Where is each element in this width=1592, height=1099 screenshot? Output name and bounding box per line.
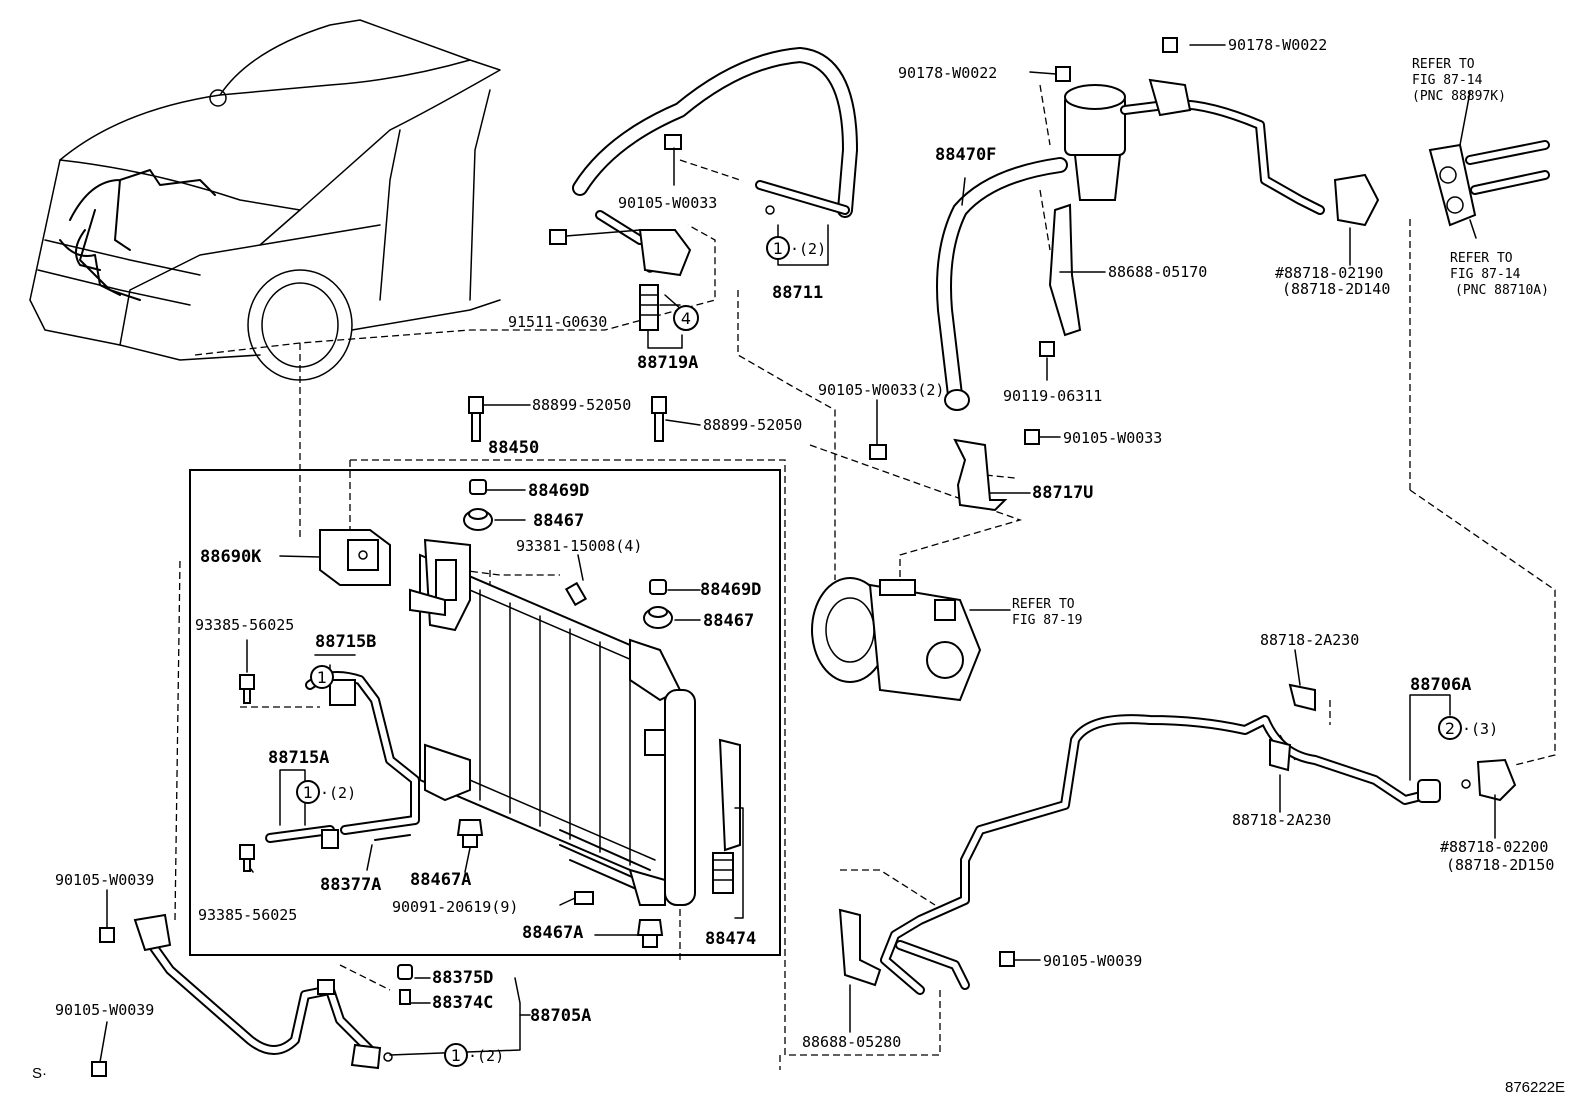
paren-3-88706a: ·(3)	[1462, 720, 1498, 738]
qty-1-88715b: 1	[317, 668, 327, 687]
label-88715b: 88715B	[315, 632, 376, 652]
label-90105-w0033-a: 90105-W0033	[618, 194, 717, 212]
label-90105-w0039-a: 90105-W0039	[55, 871, 154, 889]
qty-1-88711: 1	[773, 239, 783, 258]
label-88377a: 88377A	[320, 875, 381, 895]
label-88718-2a230-a: 88718-2A230	[1260, 631, 1359, 649]
refer-comp-2: FIG 87-19	[1012, 613, 1082, 628]
label-90178-w0022-left: 90178-W0022	[898, 64, 997, 82]
fasteners	[91, 37, 1471, 1077]
label-88718-2d150: (88718-2D150	[1446, 856, 1554, 874]
qty-1-88715a: 1	[303, 783, 313, 802]
label-88718-02190: #88718-02190	[1275, 264, 1383, 282]
label-88718-02200: #88718-02200	[1440, 838, 1548, 856]
qty-1-88705a: 1	[451, 1046, 461, 1065]
label-88718-2a230-b: 88718-2A230	[1232, 811, 1331, 829]
figure-id: 876222E	[1505, 1079, 1565, 1096]
corner-mark: S·	[32, 1065, 47, 1082]
condenser-core	[265, 529, 696, 906]
label-88469d-a: 88469D	[528, 481, 589, 501]
label-88718-2d140: (88718-2D140	[1282, 280, 1390, 298]
label-88467a-a: 88467A	[410, 870, 471, 890]
label-93381-15008: 93381-15008(4)	[516, 537, 642, 555]
label-90105-w0033-2: 90105-W0033(2)	[818, 381, 944, 399]
paren-2-88705a: ·(2)	[468, 1047, 504, 1065]
label-88688-05280: 88688-05280	[802, 1033, 901, 1051]
refer-mid-2: FIG 87-14	[1450, 267, 1521, 282]
paren-2-88715a: ·(2)	[320, 784, 356, 802]
label-90105-w0039-c: 90105-W0039	[1043, 952, 1142, 970]
label-88899-52050-a: 88899-52050	[532, 396, 631, 414]
label-93385-56025-a: 93385-56025	[195, 616, 294, 634]
label-88467-b: 88467	[703, 611, 754, 631]
label-88374c: 88374C	[432, 993, 493, 1013]
label-88899-52050-b: 88899-52050	[703, 416, 802, 434]
refer-top-1: REFER TO	[1412, 57, 1475, 72]
label-88688-05170: 88688-05170	[1108, 263, 1207, 281]
label-88467-a: 88467	[533, 511, 584, 531]
qty-circles	[296, 236, 1462, 1067]
label-88469d-b: 88469D	[700, 580, 761, 600]
qty-4: 4	[681, 309, 691, 328]
label-88717u: 88717U	[1032, 483, 1093, 503]
label-88690k: 88690K	[200, 547, 262, 567]
refer-mid-3: (PNC 88710A)	[1455, 283, 1549, 298]
desiccant	[712, 738, 741, 894]
label-88705a: 88705A	[530, 1006, 591, 1026]
refer-top-3: (PNC 88897K)	[1412, 89, 1506, 104]
label-88706a: 88706A	[1410, 675, 1471, 695]
refer-top-2: FIG 87-14	[1412, 73, 1483, 88]
label-93385-56025-b: 93385-56025	[198, 906, 297, 924]
qty-2-88706a: 2	[1445, 719, 1455, 738]
label-88715a: 88715A	[268, 748, 329, 768]
condenser-assembly-frame	[189, 469, 781, 956]
label-90178-w0022-top: 90178-W0022	[1228, 36, 1327, 54]
label-88375d: 88375D	[432, 968, 493, 988]
paren-2-88711: ·(2)	[790, 240, 826, 258]
label-88474: 88474	[705, 929, 756, 949]
label-88711: 88711	[772, 283, 823, 303]
label-88467a-b: 88467A	[522, 923, 583, 943]
label-90119-06311: 90119-06311	[1003, 387, 1102, 405]
refrigerant-lines	[133, 47, 1550, 1070]
label-90105-w0039-b: 90105-W0039	[55, 1001, 154, 1019]
refer-comp-1: REFER TO	[1012, 597, 1075, 612]
label-88470f: 88470F	[935, 145, 996, 165]
label-88450: 88450	[488, 438, 539, 458]
label-88719a: 88719A	[637, 353, 698, 373]
refer-mid-1: REFER TO	[1450, 251, 1513, 266]
label-91511-g0630: 91511-G0630	[508, 313, 607, 331]
label-90091-20619: 90091-20619(9)	[392, 898, 518, 916]
part-labels: 88711 90105-W0033 91511-G0630 88719A 4 1…	[32, 36, 1565, 1096]
vehicle-outline	[29, 19, 501, 381]
leader-lines	[99, 44, 1496, 1063]
label-90105-w0033-b: 90105-W0033	[1063, 429, 1162, 447]
